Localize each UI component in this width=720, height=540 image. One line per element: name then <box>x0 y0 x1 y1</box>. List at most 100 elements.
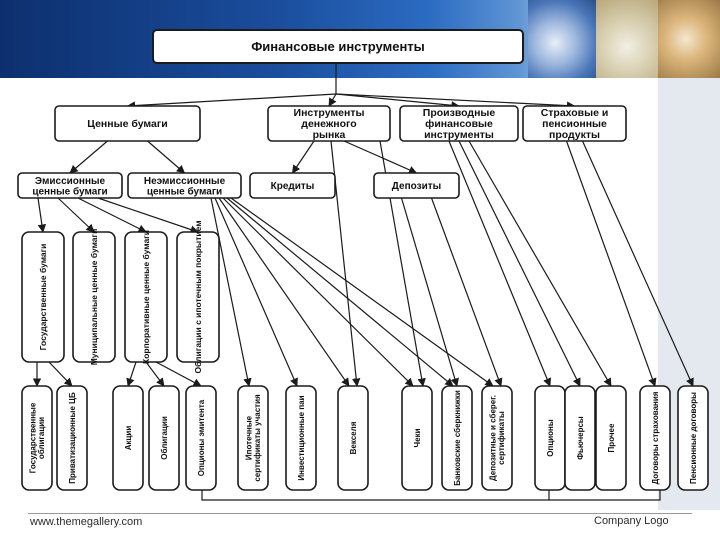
l4-node-10: Депозитные и сберег.сертификаты <box>481 385 513 491</box>
l4-node-15: Пенсионные договоры <box>677 385 709 491</box>
edge-l2-1-to-l4-6 <box>214 197 298 387</box>
l3-node-2-label: Корпоративные ценные бумаги <box>141 230 151 364</box>
l1-node-3-label: продукты <box>549 129 600 141</box>
edge-title-to-l1-3 <box>335 93 576 110</box>
edge-l2-0-to-l3-0 <box>37 197 47 233</box>
l4-node-3: Облигации <box>148 385 180 491</box>
l4-node-4-label: Опционы эмитента <box>197 399 206 476</box>
l4-node-7-label: Векселя <box>349 421 358 454</box>
l2-node-1-label: ценные бумаги <box>147 185 222 197</box>
l3-node-1: Муниципальные ценные бумаги <box>72 229 116 365</box>
l4-node-10-label: сертификаты <box>497 411 506 465</box>
l4-node-11-label: Опционы <box>546 419 555 457</box>
diagram-title-box: Финансовые инструменты <box>152 29 524 64</box>
l3-node-2: Корпоративные ценные бумаги <box>124 230 168 364</box>
footer-website[interactable]: www.themegallery.com <box>30 516 143 528</box>
edge-l2-0-to-l3-3 <box>97 197 199 234</box>
edge-title-to-l1-0 <box>126 93 337 110</box>
l2-node-0-label: ценные бумаги <box>32 185 107 197</box>
l4-node-6: Инвестиционные паи <box>285 385 317 491</box>
edge-l1-1-to-l2-2 <box>292 140 315 174</box>
edge-l1-2-to-l4-13 <box>468 140 612 387</box>
l4-node-2: Акции <box>112 385 144 491</box>
edge-l2-1-to-l4-5 <box>210 197 252 387</box>
edge-l2-0-to-l3-2 <box>77 197 147 233</box>
l3-node-3: Облигации с ипотечным покрытием <box>176 221 220 374</box>
l2-node-0-label: Эмиссионные <box>35 176 106 187</box>
footer-divider <box>28 513 692 514</box>
l4-node-13-label: Прочее <box>607 423 616 452</box>
l4-node-14-label: Договоры страхования <box>651 391 660 484</box>
l1-node-1-label: денежного <box>301 118 356 130</box>
l1-node-3-label: Страховые и <box>541 107 609 119</box>
l4-node-7: Векселя <box>337 385 369 491</box>
l1-node-2-label: Производные <box>423 107 496 119</box>
l4-node-6-label: Инвестиционные паи <box>297 395 306 480</box>
header-image-calculator <box>596 0 658 78</box>
l4-node-4: Опционы эмитента <box>185 385 217 491</box>
edge-l1-2-to-l4-12 <box>458 140 581 387</box>
l3-node-0: Государственные бумаги <box>21 231 65 363</box>
edge-l3-2-to-l4-2 <box>126 361 137 387</box>
l4-node-0-label: облигации <box>37 417 46 459</box>
l4-node-14: Договоры страхования <box>639 385 671 491</box>
l1-node-0: Ценные бумаги <box>54 105 201 142</box>
edge-l2-1-to-l4-9 <box>226 197 454 387</box>
l4-node-3-label: Облигации <box>160 416 169 460</box>
l4-node-2-label: Акции <box>124 426 133 451</box>
edge-l3-0-to-l4-1 <box>48 361 73 387</box>
l4-node-5-label: Ипотечные <box>244 415 253 460</box>
l1-node-2-label: финансовые <box>425 118 493 130</box>
l4-node-15-label: Пенсионные договоры <box>689 392 698 484</box>
l2-node-2: Кредиты <box>249 172 336 199</box>
edge-l2-1-to-l4-7 <box>218 197 350 387</box>
l4-node-13: Прочее <box>595 385 627 491</box>
diagram-title-box-label: Финансовые инструменты <box>251 39 425 54</box>
edge-l2-3-to-l4-10 <box>430 197 503 387</box>
header-image-coins <box>658 0 720 78</box>
edge-l3-2-to-l4-4 <box>155 361 202 387</box>
edge-l2-1-to-l4-10 <box>230 197 494 387</box>
l1-node-0-label: Ценные бумаги <box>87 118 167 130</box>
footer-company-logo: Company Logo <box>594 515 669 527</box>
l2-node-3-label: Депозиты <box>392 181 441 192</box>
l4-node-9: Банковские сберкнижки <box>441 385 473 491</box>
edge-l1-2-to-l4-11 <box>448 140 552 387</box>
edge-l1-3-to-l4-15 <box>581 140 694 387</box>
l4-node-12: Фьючерсы <box>564 385 596 491</box>
header-image-globe <box>528 0 596 78</box>
l4-node-8: Чеки <box>401 385 433 491</box>
edge-l3-2-to-l4-3 <box>145 361 165 387</box>
l4-node-8-label: Чеки <box>413 428 422 447</box>
l3-node-3-label: Облигации с ипотечным покрытием <box>193 221 203 374</box>
l3-node-0-label: Государственные бумаги <box>38 244 48 351</box>
diagram-edges <box>32 63 694 501</box>
edge-l1-1-to-l2-3 <box>343 140 418 174</box>
edge-title-to-l1-2 <box>335 93 460 110</box>
l1-node-1-label: рынка <box>313 129 346 141</box>
grouping-bracket <box>201 490 661 501</box>
l4-node-11: Опционы <box>534 385 566 491</box>
l4-node-5-label: сертификаты участия <box>253 394 262 482</box>
l2-node-1-label: Неэмиссионные <box>144 176 226 187</box>
l1-node-3-label: пенсионные <box>542 118 607 130</box>
edge-l1-0-to-l2-1 <box>147 140 186 174</box>
edge-l2-1-to-l4-8 <box>222 197 414 387</box>
l4-node-0-label: Государственные <box>28 402 37 473</box>
edge-title-to-l1-1 <box>328 93 337 107</box>
l4-node-9-label: Банковские сберкнижки <box>453 390 462 486</box>
edge-l1-0-to-l2-0 <box>69 140 108 174</box>
l1-node-2-label: инструменты <box>424 129 494 141</box>
l4-node-10-label: Депозитные и сберег. <box>488 395 497 481</box>
l1-node-1-label: Инструменты <box>294 107 365 119</box>
l4-node-1: Приватизационные ЦБ <box>56 385 88 491</box>
l4-node-1-label: Приватизационные ЦБ <box>68 392 77 484</box>
